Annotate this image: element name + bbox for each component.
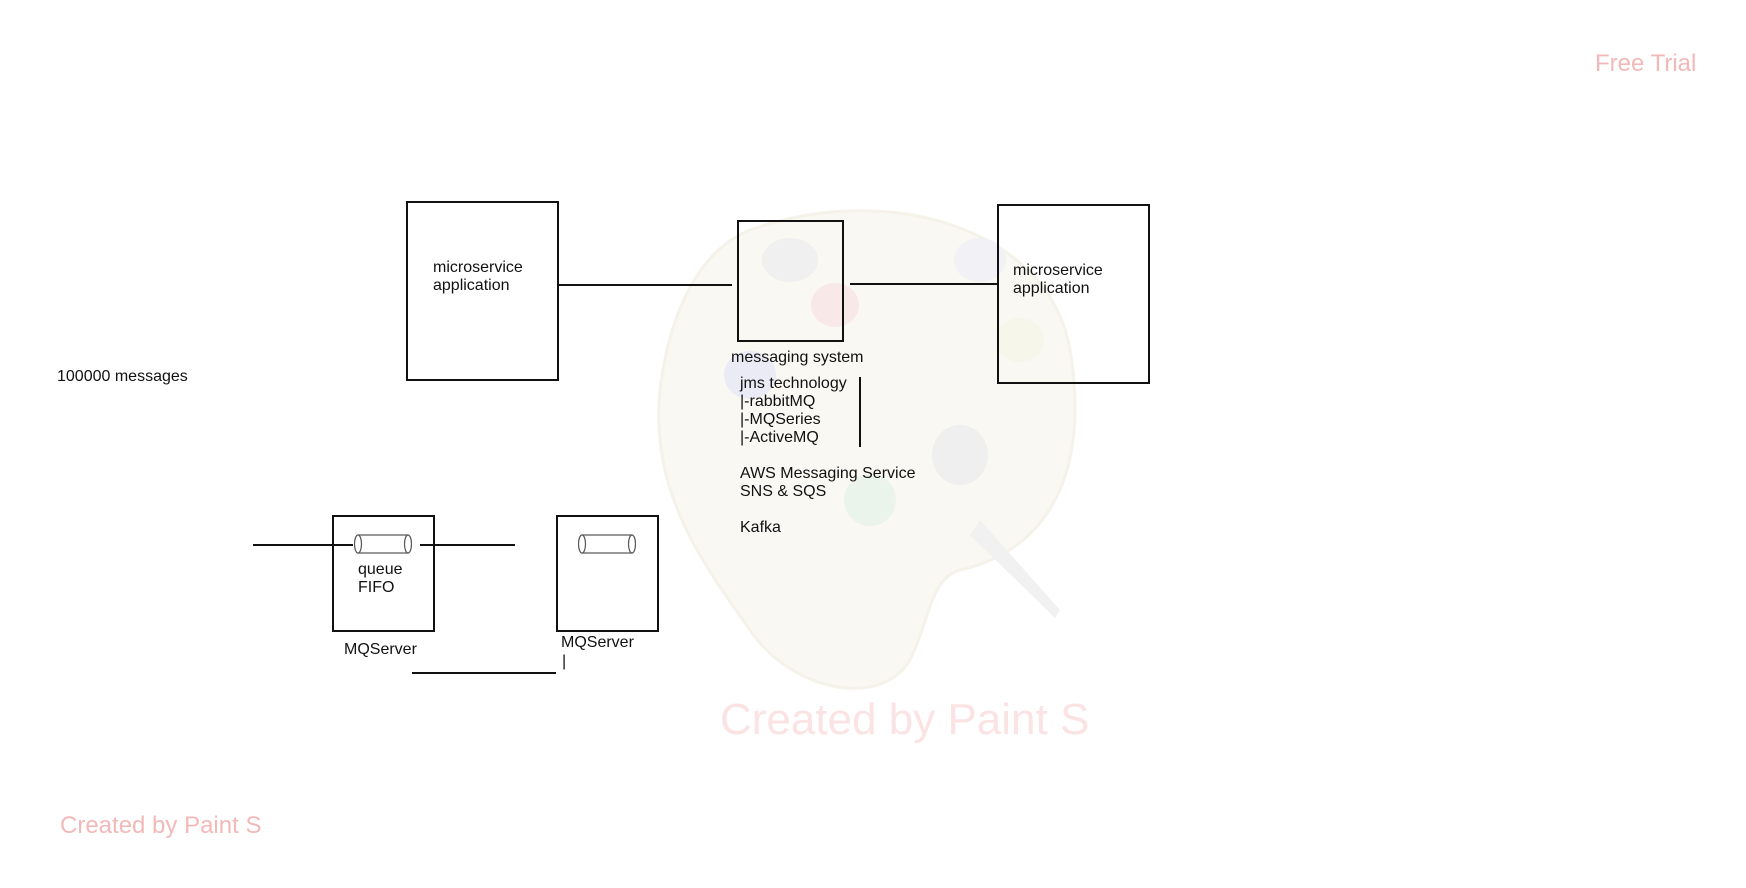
tech-list-item: |-ActiveMQ bbox=[740, 429, 819, 446]
connector-left-to-messaging bbox=[559, 284, 732, 286]
mqserver-right-label: MQServer bbox=[561, 634, 634, 651]
messaging-system-box bbox=[737, 220, 844, 342]
mqserver-left-box bbox=[332, 515, 435, 632]
tech-list-item: Kafka bbox=[740, 519, 781, 536]
created-by-watermark-center: Created by Paint S bbox=[720, 695, 1090, 744]
left-microservice-label-line1: microservice bbox=[433, 259, 523, 276]
tech-list-item: |-MQSeries bbox=[740, 411, 821, 428]
free-trial-watermark: Free Trial bbox=[1595, 50, 1697, 77]
queue-cylinder-icon bbox=[354, 534, 412, 554]
left-microservice-label-line2: application bbox=[433, 277, 510, 294]
messages-count-label: 100000 messages bbox=[57, 368, 188, 385]
queue-cylinder-icon-right bbox=[578, 534, 636, 554]
queue-label-line1: queue bbox=[358, 561, 403, 578]
messaging-system-label: messaging system bbox=[731, 349, 864, 366]
tech-list-item: jms technology bbox=[740, 375, 847, 392]
right-microservice-label-line2: application bbox=[1013, 280, 1090, 297]
queue-label-line2: FIFO bbox=[358, 579, 395, 596]
producer-to-queue-line bbox=[253, 544, 353, 546]
queue-to-consumer-line bbox=[420, 544, 515, 546]
connector-messaging-to-right bbox=[850, 283, 997, 285]
mqserver-left-label: MQServer bbox=[344, 641, 417, 658]
right-microservice-label-line1: microservice bbox=[1013, 262, 1103, 279]
left-microservice-box bbox=[406, 201, 559, 381]
tech-list-bracket-line bbox=[859, 377, 861, 447]
tech-list-item: AWS Messaging Service bbox=[740, 465, 916, 482]
tech-list-item: SNS & SQS bbox=[740, 483, 827, 500]
mqserver-right-box bbox=[556, 515, 659, 632]
cursor-mark: | bbox=[562, 653, 567, 670]
mqserver-link-line bbox=[412, 672, 556, 674]
palette-watermark-icon bbox=[657, 209, 1077, 690]
tech-list-item: |-rabbitMQ bbox=[740, 393, 816, 410]
created-by-watermark-corner: Created by Paint S bbox=[60, 812, 262, 839]
right-microservice-box bbox=[997, 204, 1150, 384]
